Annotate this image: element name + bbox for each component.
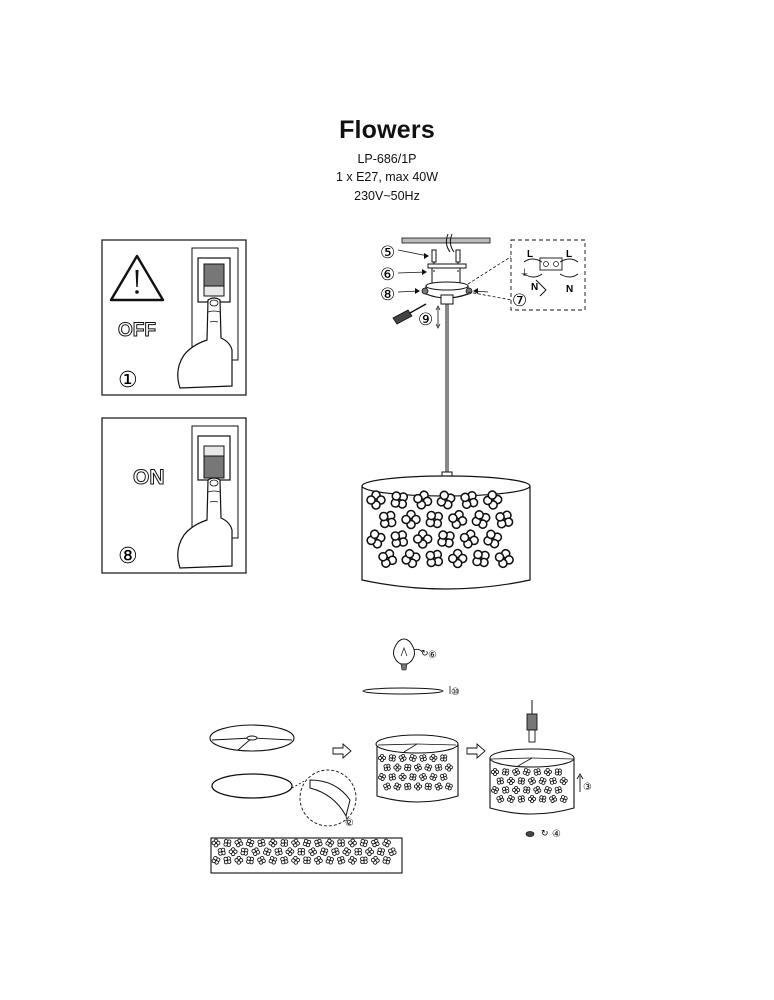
callout-5: ⑤ [380,243,395,262]
rotate-symbol: ↻ [541,828,549,838]
voltage-spec: 230V~50Hz [354,189,420,203]
step-1-badge: ① [118,367,138,392]
shade-fabric-strip [210,836,403,874]
model-number: LP-686/1P [357,152,417,166]
rotate-symbol: ↻ [421,648,429,658]
pointing-hand-icon [177,477,233,569]
lampshade-main [361,471,531,590]
callout-10: ⑩ [451,687,460,698]
wire-l-right: L [566,249,572,260]
ceiling-mount-assembly: ⑤ ⑥ ⑧ ⑨ [380,233,491,474]
off-panel: OFF ① [101,239,247,396]
callout-2: ② [345,818,354,829]
callout-8: ⑧ [380,285,395,304]
callout-bulb: ⑥ [428,650,437,661]
callout-6: ⑥ [380,265,395,284]
pointing-hand-icon [177,297,233,389]
callout-7: ⑦ [512,291,527,310]
frame-ring-bottom [211,773,293,799]
callout-4: ④ [552,829,561,840]
wire-n-left: N [531,282,538,293]
arrow-right-icon [332,743,352,759]
bulb-step: ↻ ⑥ [393,638,437,671]
wire-l-left: L [527,249,533,260]
ring-detail-magnifier: ② [291,769,357,829]
on-panel: ON ⑧ [101,417,247,574]
on-label: ON [133,466,165,489]
shade-assembled [375,734,459,803]
shade-with-socket: ③ ↻ ④ [489,700,592,840]
warning-icon [109,254,165,302]
ground-symbol: ⏚ [520,268,529,278]
product-title: Flowers [339,116,435,144]
callout-9: ⑨ [418,310,433,329]
bulb-icon [393,638,415,671]
arrow-up-icon [576,773,584,792]
bulb-spec: 1 x E27, max 40W [335,170,439,184]
diffuser-step: ⑩ [362,686,460,698]
callout-3: ③ [583,782,592,793]
wiring-detail: L L ⏚ N N ⑦ [467,239,586,311]
wire-n-right: N [566,284,573,295]
screwdriver-icon [392,303,427,325]
off-label: OFF [118,320,156,341]
step-8-badge: ⑧ [118,543,138,568]
frame-ring-top [209,724,295,752]
arrow-right-icon [466,743,486,759]
